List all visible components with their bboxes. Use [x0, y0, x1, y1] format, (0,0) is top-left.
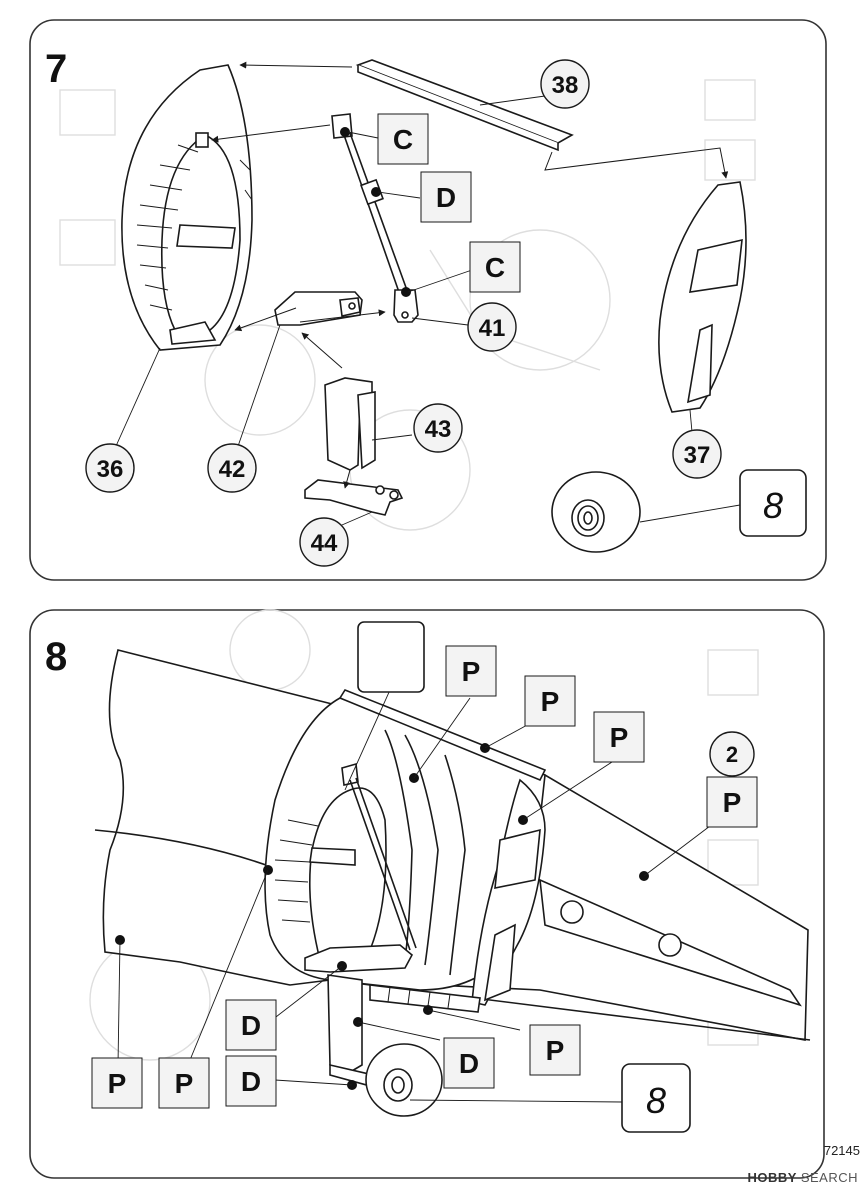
paint-code-p-top: P — [445, 645, 497, 697]
callout-38: 38 — [540, 59, 590, 109]
paint-code-p-right: P — [593, 711, 645, 763]
paint-code-p-bottom-left-2: P — [158, 1057, 210, 1109]
callout-37-label: 37 — [684, 442, 711, 469]
brand-name: HOBBY — [747, 1170, 797, 1185]
callout-43-label: 43 — [425, 416, 452, 443]
installed-wheel-well — [264, 689, 547, 1013]
part-44-fork — [304, 479, 404, 516]
assembly-arrows — [211, 61, 729, 489]
paint-code-label: P — [541, 686, 560, 717]
part-36-wheel-well — [121, 64, 253, 351]
wheel-part — [551, 471, 641, 553]
paint-code-label: P — [546, 1035, 565, 1066]
paint-code-label: P — [175, 1068, 194, 1099]
callout-41: 41 — [467, 302, 517, 352]
step-7-number: 7 — [45, 47, 67, 91]
step-ref-box-7: 8 — [739, 469, 807, 537]
paint-code-label: D — [241, 1010, 261, 1041]
callout-36-label: 36 — [97, 456, 124, 483]
callout-38-label: 38 — [552, 72, 579, 99]
step-ref-label: 8 — [646, 1080, 666, 1121]
step-7-panel: 7 — [29, 19, 827, 581]
step-ref-box-8: 8 — [621, 1063, 691, 1133]
paint-code-label: D — [241, 1066, 261, 1097]
paint-code-c-lower: C — [469, 241, 521, 293]
paint-code-label: P — [723, 787, 742, 818]
leader-lines — [111, 95, 741, 529]
joint-dot — [401, 287, 411, 297]
catalog-code: 72145 — [823, 1143, 860, 1158]
callout-44-label: 44 — [311, 530, 338, 557]
part-43-oleo — [324, 377, 376, 471]
joint-dot — [340, 127, 350, 137]
paint-code-label: P — [462, 656, 481, 687]
paint-code-p-mid: P — [524, 675, 576, 727]
paint-code-d: D — [420, 171, 472, 223]
callout-42: 42 — [207, 443, 257, 493]
paint-code-p-2: P — [706, 776, 758, 828]
blank-marker-box — [357, 621, 425, 693]
ghost-background — [59, 79, 756, 531]
paint-code-label: P — [108, 1068, 127, 1099]
callout-41-label: 41 — [479, 315, 506, 342]
callout-42-label: 42 — [219, 456, 246, 483]
installed-wheel — [365, 1043, 443, 1117]
callout-43: 43 — [413, 403, 463, 453]
watermark-brand: HOBBY SEARCH — [747, 1170, 858, 1185]
step-ref-label: 8 — [763, 485, 783, 526]
part-38-strip — [355, 59, 574, 152]
callout-36: 36 — [85, 443, 135, 493]
callout-2-label: 2 — [726, 742, 738, 767]
joint-dot — [371, 187, 381, 197]
paint-code-label: C — [485, 252, 505, 283]
paint-code-label: D — [459, 1048, 479, 1079]
paint-code-d-upper: D — [225, 999, 277, 1051]
paint-code-d-right: D — [443, 1037, 495, 1089]
step-8-panel: 8 — [29, 609, 825, 1179]
part-37-door — [658, 181, 747, 413]
callout-44: 44 — [299, 517, 349, 567]
paint-code-d-lower: D — [225, 1055, 277, 1107]
paint-code-label: P — [610, 722, 629, 753]
paint-code-c-upper: C — [377, 113, 429, 165]
paint-code-label: C — [393, 124, 413, 155]
step-8-number: 8 — [45, 635, 67, 679]
callout-37: 37 — [672, 429, 722, 479]
paint-code-p-bottom-right: P — [529, 1024, 581, 1076]
leader-lines — [117, 689, 711, 1103]
paint-code-p-bottom-left-1: P — [91, 1057, 143, 1109]
strut-assembly — [331, 113, 419, 323]
callout-2: 2 — [709, 731, 755, 777]
part-42-link — [274, 291, 363, 326]
brand-suffix: SEARCH — [800, 1170, 858, 1185]
paint-code-label: D — [436, 182, 456, 213]
